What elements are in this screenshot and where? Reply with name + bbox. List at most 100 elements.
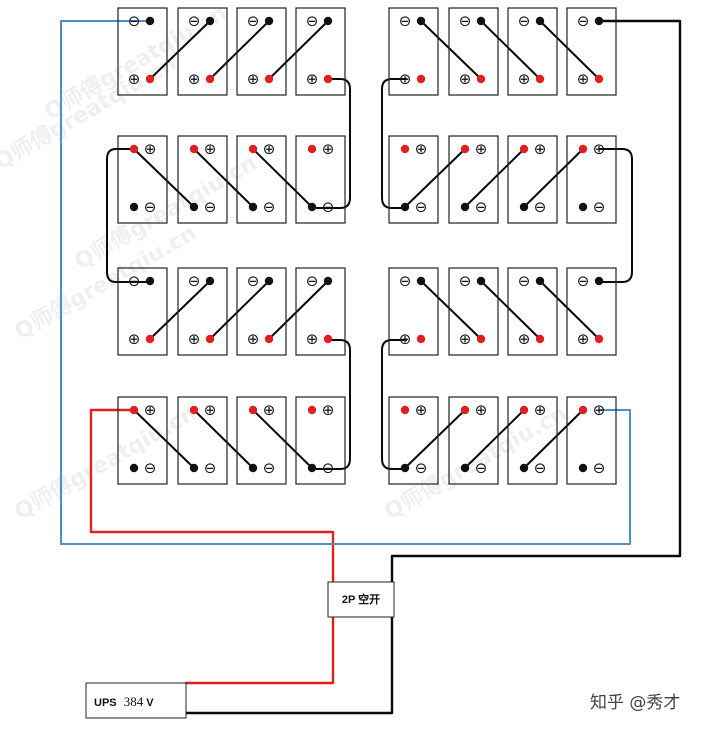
ups-label-unit: V [146, 697, 154, 709]
positive-terminal-dot [323, 334, 333, 344]
series-jumper [252, 409, 313, 469]
positive-terminal-dot [519, 144, 529, 154]
battery-cell: ⊕⊖ [117, 7, 168, 96]
negative-terminal-dot [594, 276, 604, 286]
series-jumper [133, 148, 195, 208]
positive-terminal-icon: ⊕ [322, 401, 335, 419]
negative-terminal-icon: ⊖ [263, 459, 276, 477]
negative-terminal-icon: ⊖ [399, 12, 412, 30]
battery-body [566, 135, 617, 224]
negative-terminal-dot [535, 276, 545, 286]
battery-cell: ⊕⊖ [236, 267, 287, 356]
negative-terminal-dot [476, 276, 486, 286]
negative-terminal-dot [205, 16, 215, 26]
negative-terminal-icon: ⊖ [322, 198, 335, 216]
positive-terminal-dot [248, 405, 258, 415]
negative-terminal-dot [460, 202, 470, 212]
negative-terminal-icon: ⊖ [188, 272, 201, 290]
battery-body [177, 135, 228, 224]
negative-terminal-dot [189, 202, 199, 212]
series-jumper [149, 20, 211, 80]
battery-body [236, 396, 287, 485]
positive-terminal-icon: ⊕ [204, 140, 217, 158]
positive-terminal-dot [578, 144, 588, 154]
series-jumper [193, 148, 254, 208]
negative-terminal-icon: ⊖ [188, 12, 201, 30]
battery-cell: ⊕⊖ [177, 396, 228, 485]
battery-body [507, 7, 558, 96]
negative-terminal-icon: ⊖ [306, 12, 319, 30]
series-jumper [209, 280, 270, 340]
battery-cell: ⊕⊖ [507, 135, 558, 224]
positive-terminal-icon: ⊕ [593, 140, 606, 158]
negative-terminal-dot [578, 202, 588, 212]
positive-terminal-icon: ⊕ [459, 70, 472, 88]
series-jumper [268, 20, 329, 80]
positive-terminal-dot [205, 334, 215, 344]
battery-cell: ⊕⊖ [117, 135, 168, 224]
positive-terminal-dot [400, 405, 410, 415]
positive-terminal-dot [460, 405, 470, 415]
breaker-label: 2P 空开 [342, 592, 380, 606]
row-link-wire [316, 78, 351, 209]
negative-terminal-icon: ⊖ [475, 459, 488, 477]
battery-body [448, 135, 499, 224]
negative-terminal-dot [416, 16, 426, 26]
watermark-text: Q师傅greatqiu.cn [10, 400, 201, 525]
battery-cell: ⊕⊖ [566, 135, 617, 224]
battery-body [566, 7, 617, 96]
battery-body [388, 7, 439, 96]
battery-body [388, 135, 439, 224]
negative-terminal-dot [460, 463, 470, 473]
row-link-wire [106, 148, 150, 283]
positive-terminal-icon: ⊕ [593, 401, 606, 419]
row-link-wire [316, 339, 351, 470]
battery-cell: ⊕⊖ [388, 135, 439, 224]
battery-cell: ⊕⊖ [388, 267, 439, 356]
battery-body [117, 267, 168, 356]
positive-terminal-icon: ⊕ [518, 70, 531, 88]
negative-terminal-dot [129, 463, 139, 473]
positive-terminal-icon: ⊕ [144, 401, 157, 419]
battery-cell: ⊕⊖ [236, 396, 287, 485]
positive-terminal-dot [460, 144, 470, 154]
battery-body [236, 7, 287, 96]
battery-cell: ⊕⊖ [177, 135, 228, 224]
positive-terminal-dot [129, 144, 139, 154]
battery-cell: ⊕⊖ [295, 7, 346, 96]
series-jumper [420, 20, 482, 80]
positive-terminal-icon: ⊕ [577, 70, 590, 88]
positive-terminal-icon: ⊕ [263, 401, 276, 419]
battery-body [295, 267, 346, 356]
battery-body [295, 396, 346, 485]
series-jumper [209, 20, 270, 80]
wire-layer [60, 19, 682, 715]
battery-cell: ⊕⊖ [448, 135, 499, 224]
battery-cell: ⊕⊖ [566, 7, 617, 96]
positive-terminal-icon: ⊕ [399, 330, 412, 348]
battery-cell: ⊕⊖ [507, 267, 558, 356]
positive-terminal-icon: ⊕ [204, 401, 217, 419]
positive-terminal-dot [519, 405, 529, 415]
battery-cell: ⊕⊖ [507, 7, 558, 96]
negative-terminal-icon: ⊖ [459, 272, 472, 290]
positive-terminal-dot [594, 334, 604, 344]
battery-body [388, 267, 439, 356]
series-jumper [464, 409, 525, 469]
positive-terminal-dot [248, 144, 258, 154]
negative-terminal-icon: ⊖ [577, 12, 590, 30]
positive-terminal-icon: ⊕ [128, 330, 141, 348]
svg-text:UPS 384 V: UPS 384 V [94, 694, 154, 709]
negative-terminal-icon: ⊖ [204, 459, 217, 477]
positive-ups-wire [184, 615, 335, 685]
battery-body [507, 396, 558, 485]
positive-terminal-dot [476, 74, 486, 84]
battery-cell: ⊕⊖ [295, 135, 346, 224]
negative-terminal-icon: ⊖ [459, 12, 472, 30]
positive-terminal-dot [145, 334, 155, 344]
positive-terminal-dot [264, 334, 274, 344]
positive-terminal-icon: ⊕ [306, 70, 319, 88]
battery-cell: ⊕⊖ [507, 396, 558, 485]
battery-body [236, 267, 287, 356]
